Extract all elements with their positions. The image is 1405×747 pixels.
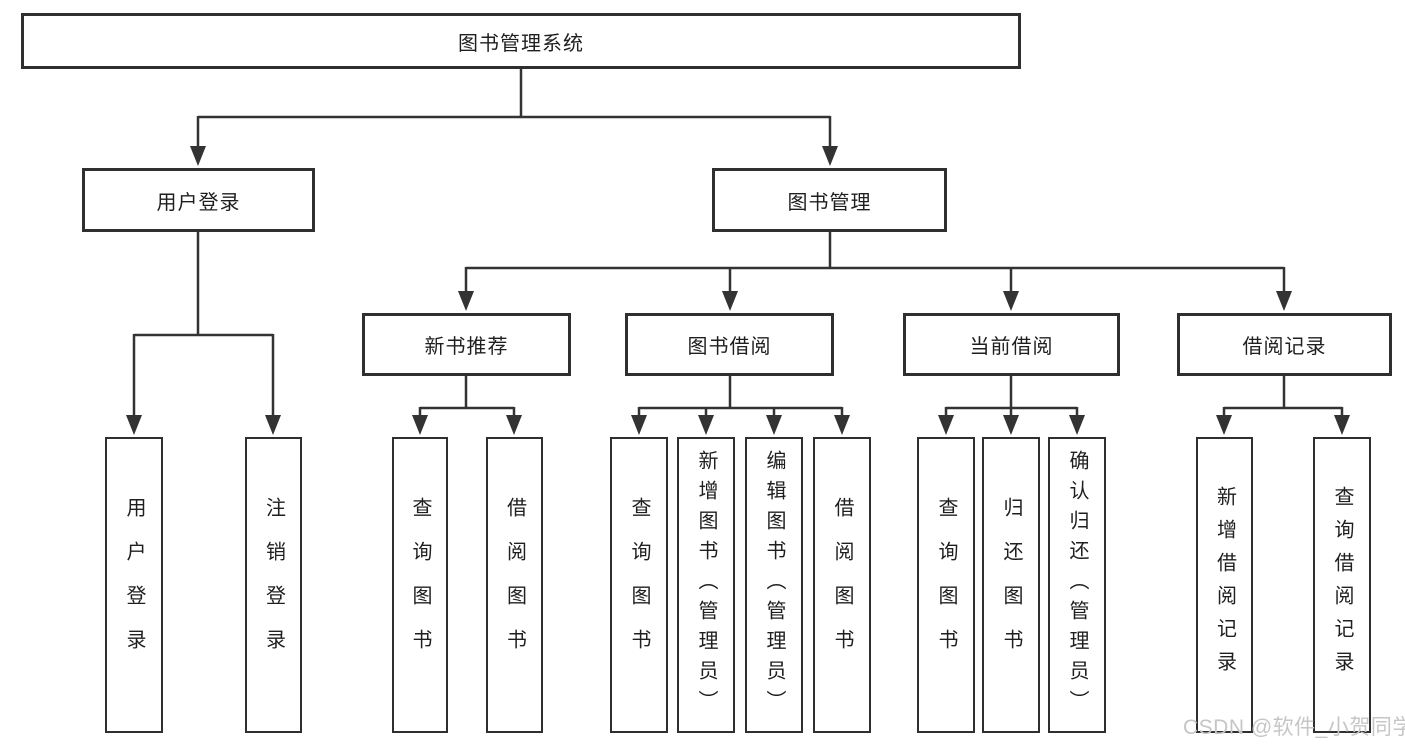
leaf-label: 编辑图书（管理员） bbox=[763, 450, 785, 720]
leaf-label: 新增借阅记录 bbox=[1213, 486, 1236, 684]
leaf-user-login: 用户登录 bbox=[105, 437, 163, 733]
node-user-login: 用户登录 bbox=[82, 168, 315, 232]
leaf-label: 确认归还（管理员） bbox=[1066, 450, 1088, 720]
leaf-records-add-borrow-record: 新增借阅记录 bbox=[1196, 437, 1253, 733]
leaf-label: 借阅图书 bbox=[503, 497, 526, 673]
node-book-borrowing: 图书借阅 bbox=[625, 313, 834, 376]
leaf-label: 查询图书 bbox=[628, 497, 650, 673]
node-label: 当前借阅 bbox=[969, 336, 1054, 358]
leaf-label: 查询图书 bbox=[409, 497, 431, 673]
leaf-logout: 注销登录 bbox=[245, 437, 302, 733]
node-label: 图书管理 bbox=[787, 191, 872, 214]
leaf-label: 归还图书 bbox=[1000, 497, 1022, 673]
leaf-current-return-books: 归还图书 bbox=[982, 437, 1040, 733]
leaf-borrowing-add-books-admin: 新增图书（管理员） bbox=[677, 437, 735, 733]
node-borrow-records: 借阅记录 bbox=[1177, 313, 1392, 376]
node-label: 图书管理系统 bbox=[458, 32, 584, 55]
leaf-label: 新增图书（管理员） bbox=[695, 450, 717, 720]
leaf-recommend-borrow-books: 借阅图书 bbox=[486, 437, 543, 733]
node-label: 图书借阅 bbox=[687, 336, 772, 358]
node-current-borrowing: 当前借阅 bbox=[903, 313, 1120, 376]
arrow-heads bbox=[126, 146, 1350, 435]
node-new-book-recommend: 新书推荐 bbox=[362, 313, 571, 376]
leaf-current-confirm-return-admin: 确认归还（管理员） bbox=[1048, 437, 1106, 733]
node-library-management-system: 图书管理系统 bbox=[21, 13, 1021, 69]
leaf-current-query-books: 查询图书 bbox=[917, 437, 975, 733]
node-label: 借阅记录 bbox=[1242, 336, 1327, 358]
leaf-label: 注销登录 bbox=[262, 497, 285, 673]
leaf-label: 用户登录 bbox=[123, 497, 145, 673]
leaf-borrowing-edit-books-admin: 编辑图书（管理员） bbox=[745, 437, 803, 733]
leaf-borrowing-query-books: 查询图书 bbox=[610, 437, 668, 733]
node-label: 用户登录 bbox=[156, 191, 241, 214]
leaf-records-query-borrow-record: 查询借阅记录 bbox=[1313, 437, 1371, 733]
leaf-borrowing-borrow-books: 借阅图书 bbox=[813, 437, 871, 733]
leaf-label: 查询图书 bbox=[935, 497, 957, 673]
node-book-management: 图书管理 bbox=[712, 168, 947, 232]
leaf-label: 借阅图书 bbox=[831, 497, 853, 673]
node-label: 新书推荐 bbox=[424, 336, 509, 358]
csdn-watermark: CSDN @软件_小贺同学 bbox=[1183, 716, 1405, 739]
leaf-recommend-query-books: 查询图书 bbox=[392, 437, 448, 733]
leaf-label: 查询借阅记录 bbox=[1331, 486, 1353, 684]
